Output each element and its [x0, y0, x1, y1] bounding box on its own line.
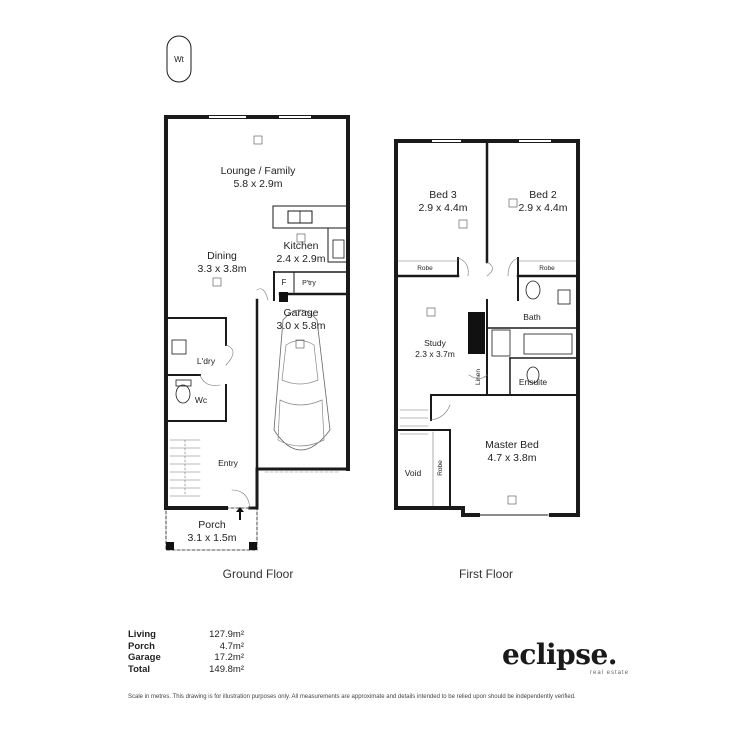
- first-floor-walls: [394, 139, 580, 517]
- room-name-lounge: Lounge / Family: [221, 165, 296, 177]
- area-row-porch: Porch 4.7m²: [128, 641, 244, 653]
- brand-name: eclipse.: [502, 638, 618, 671]
- water-tank: [166, 35, 192, 83]
- fridge-label: F: [282, 278, 287, 287]
- room-dims-kitchen: 2.4 x 2.9m: [276, 253, 325, 265]
- area-row-total: Total 149.8m²: [128, 664, 244, 676]
- room-name-bed3: Bed 3: [429, 189, 457, 201]
- room-name-porch: Porch: [198, 519, 226, 531]
- area-value: 149.8m²: [209, 663, 244, 675]
- ensuite-label: Ensuite: [519, 377, 548, 387]
- pantry-label: P'try: [302, 280, 316, 287]
- room-dims-study: 2.3 x 3.7m: [415, 349, 455, 359]
- area-row-garage: Garage 17.2m²: [128, 652, 244, 664]
- room-name-kitchen: Kitchen: [283, 240, 318, 252]
- room-name-dining: Dining: [207, 250, 237, 262]
- linen-label: Linen: [475, 369, 482, 385]
- plan-labels: Wt Lounge / Family 5.8 x 2.9m Kitchen 2.…: [174, 55, 568, 544]
- room-dims-bed3: 2.9 x 4.4m: [418, 202, 467, 214]
- brand-tagline: real estate: [590, 670, 630, 676]
- ground-floor-walls: [164, 115, 350, 551]
- area-value: 127.9m²: [209, 629, 244, 640]
- area-label: Garage: [128, 652, 161, 663]
- area-value: 17.2m²: [214, 652, 244, 663]
- room-dims-master-bed: 4.7 x 3.8m: [487, 452, 536, 464]
- room-dims-dining: 3.3 x 3.8m: [197, 263, 246, 275]
- bath-label: Bath: [523, 312, 541, 322]
- robe-label-bed2: Robe: [539, 265, 555, 272]
- ground-floor-title: Ground Floor: [222, 567, 294, 581]
- area-value: 4.7m²: [219, 640, 244, 652]
- wc-label: Wc: [195, 395, 208, 405]
- brand-logo: eclipse. real estate: [502, 638, 632, 677]
- room-name-master-bed: Master Bed: [485, 439, 539, 451]
- room-dims-porch: 3.1 x 1.5m: [187, 532, 236, 544]
- robe-label-bed3: Robe: [417, 265, 433, 272]
- entry-label: Entry: [218, 458, 239, 468]
- disclaimer-text: Scale in metres. This drawing is for ill…: [128, 694, 576, 700]
- area-summary: Living 127.9m² Porch 4.7m² Garage 17.2m² To…: [128, 629, 244, 675]
- room-dims-lounge: 5.8 x 2.9m: [233, 178, 282, 190]
- room-name-study: Study: [424, 338, 446, 348]
- area-label: Living: [128, 629, 156, 640]
- first-floor-title: First Floor: [459, 567, 513, 581]
- void-label: Void: [405, 468, 422, 478]
- laundry-label: L'dry: [197, 356, 216, 366]
- area-row-living: Living 127.9m²: [128, 629, 244, 641]
- room-name-garage: Garage: [283, 307, 318, 319]
- water-tank-label: Wt: [174, 55, 185, 64]
- area-label: Total: [128, 663, 150, 675]
- room-dims-bed2: 2.9 x 4.4m: [518, 202, 567, 214]
- robe-label-master: Robe: [437, 460, 444, 476]
- area-label: Porch: [128, 640, 155, 652]
- room-name-bed2: Bed 2: [529, 189, 557, 201]
- room-dims-garage: 3.0 x 5.8m: [276, 320, 325, 332]
